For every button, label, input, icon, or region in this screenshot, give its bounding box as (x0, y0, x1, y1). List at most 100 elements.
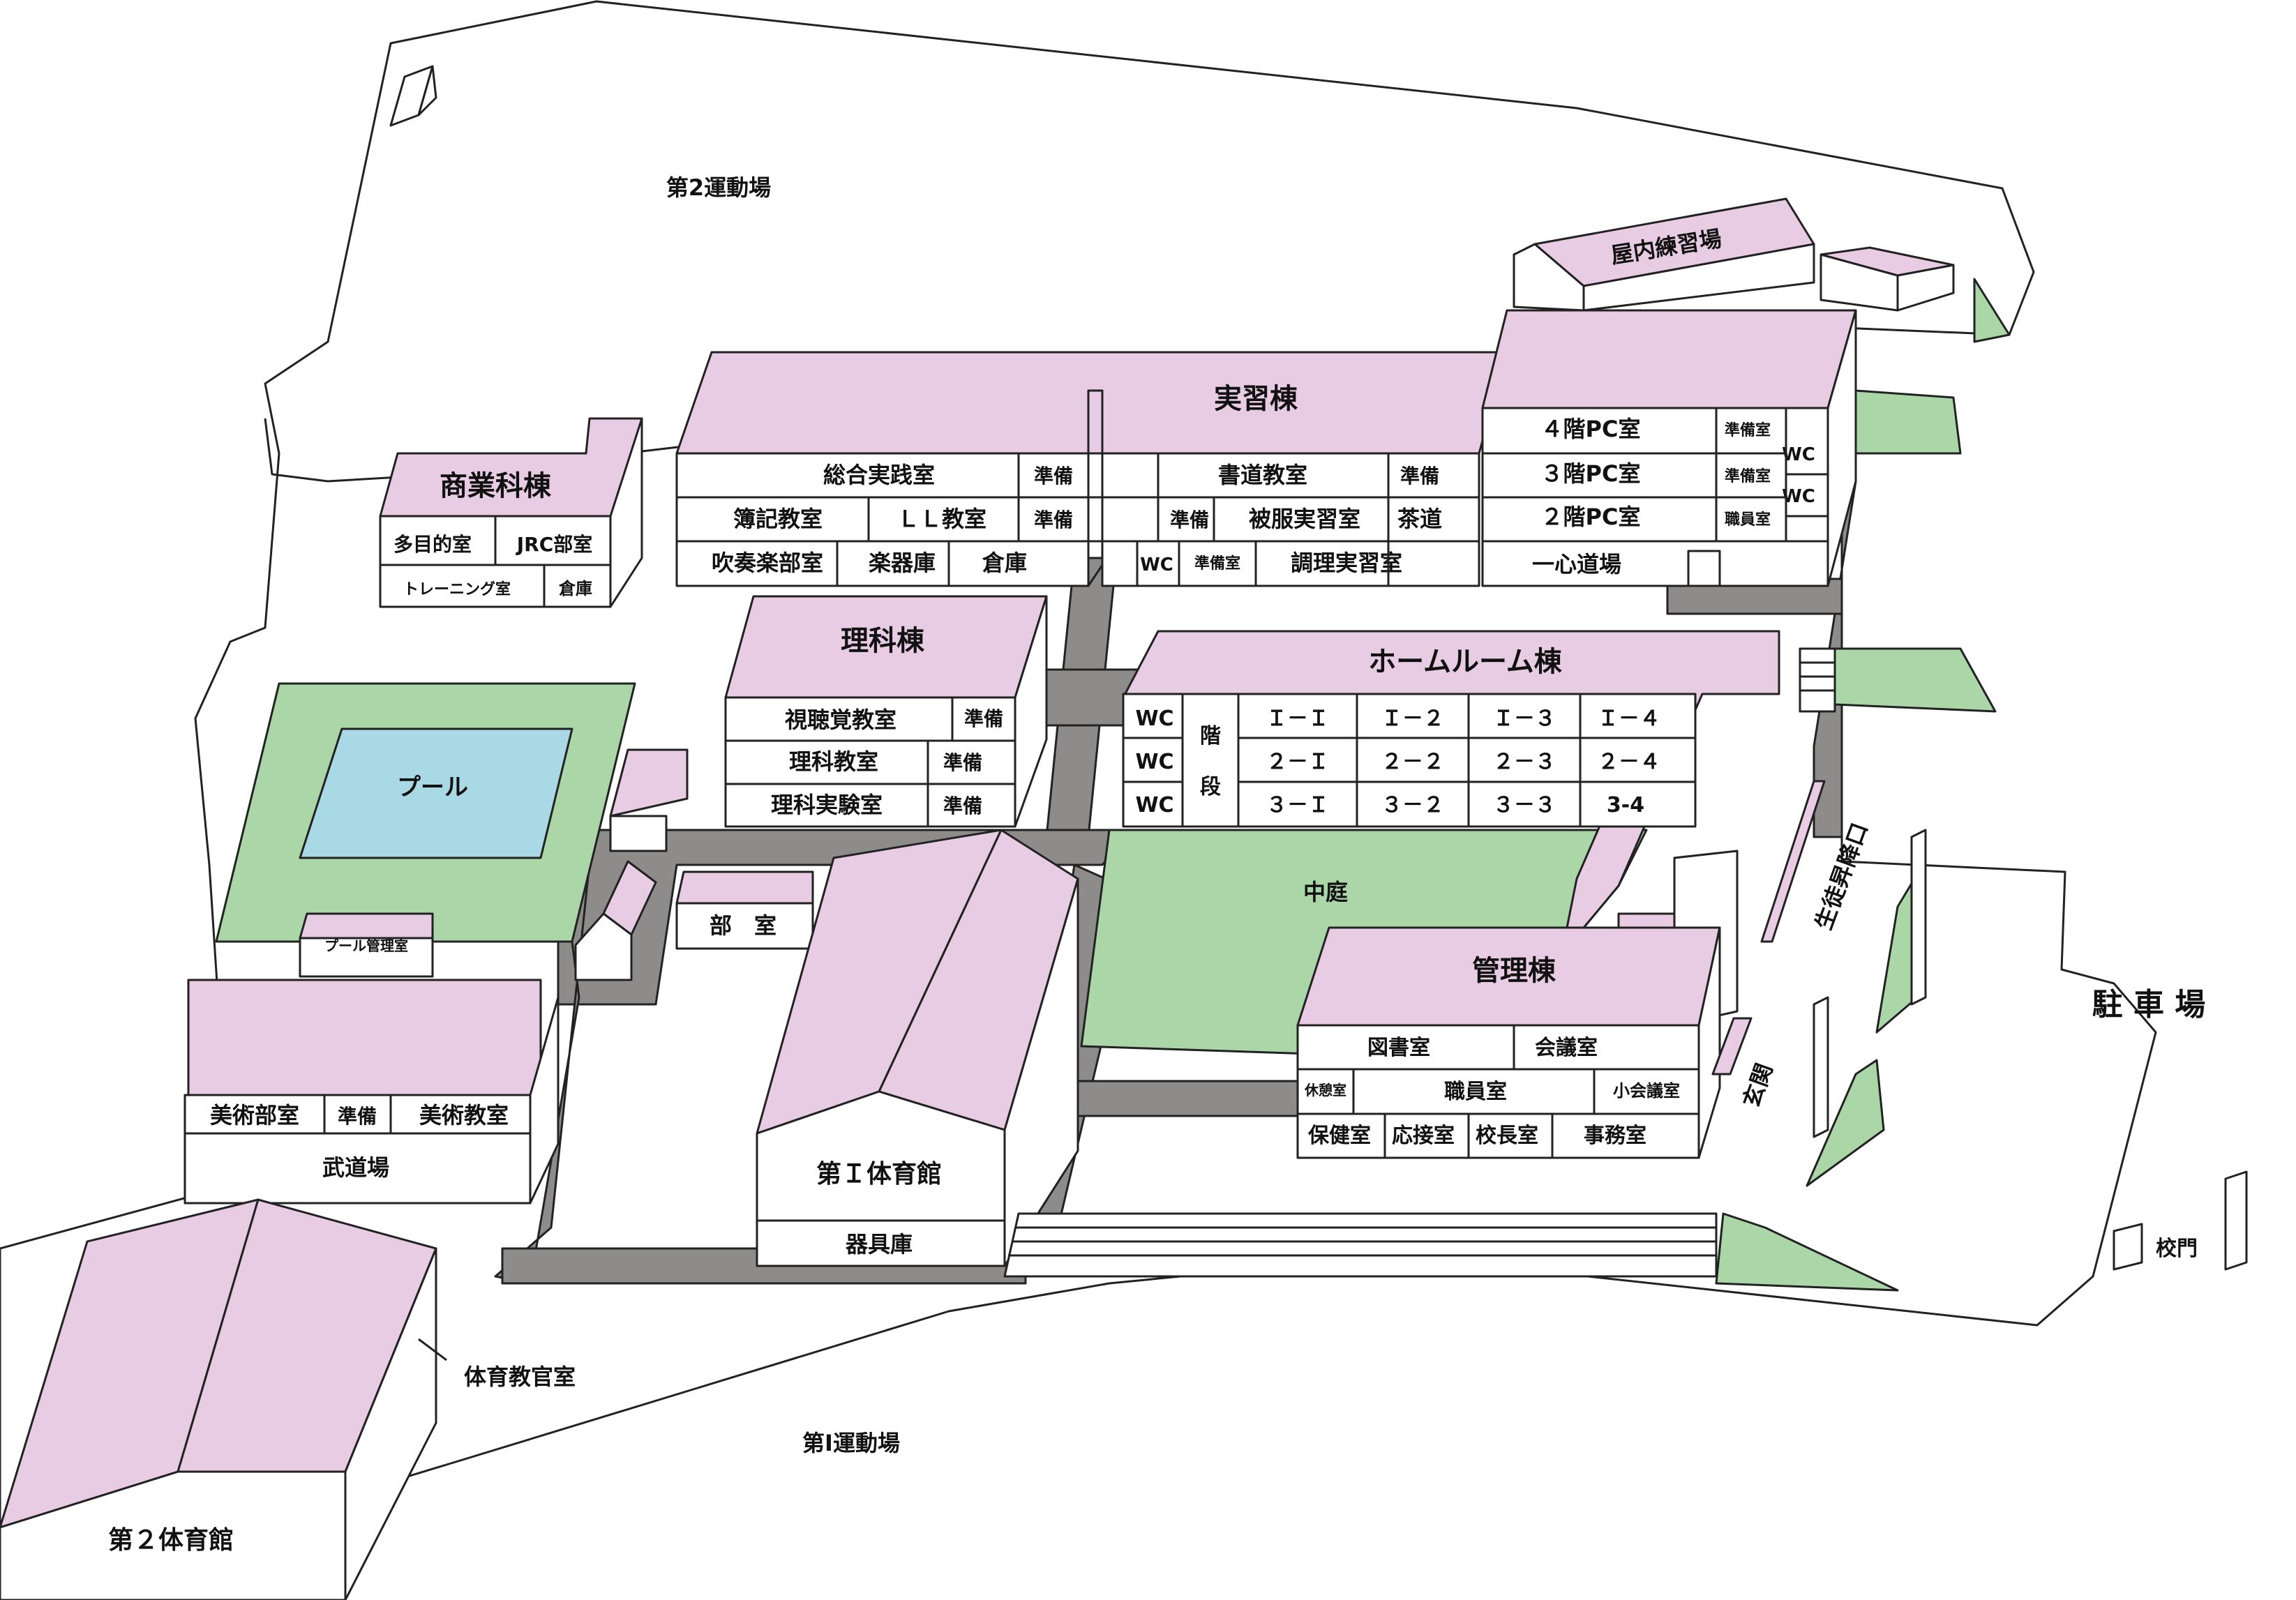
svg-text:第２体育館: 第２体育館 (108, 1525, 234, 1555)
parking-islands (1813, 829, 1927, 1138)
svg-text:職員室: 職員室 (1725, 511, 1771, 529)
svg-text:多目的室: 多目的室 (393, 533, 472, 556)
gate-label: 校門 (2156, 1237, 2198, 1261)
jisshu-title: 実習棟 (1214, 383, 1298, 415)
pe-office-label: 体育教官室 (464, 1364, 576, 1390)
kanri-building: 管理棟 図書室 会議室 休憩室 職員室 小会議室 保健室 応接室 校長室 事務室 (1296, 926, 1721, 1159)
svg-text:美術部室: 美術部室 (210, 1102, 299, 1129)
pc-building: ４階PC室 準備室 WC ３階PC室 準備室 WC ２階PC室 職員室 一心道場 (1481, 309, 1857, 587)
svg-text:３－２: ３－２ (1381, 793, 1444, 817)
svg-text:一心道場: 一心道場 (1532, 551, 1621, 578)
svg-text:準備: 準備 (943, 794, 982, 817)
gym1-building: 第Ｉ体育館 器具庫 (756, 829, 1079, 1267)
homeroom-building: ホームルーム棟 WC WC WC 階 段 Ｉ－Ｉ Ｉ－２ Ｉ－３ Ｉ－４ ２－Ｉ… (1122, 630, 1780, 1027)
svg-text:Ｉ－３: Ｉ－３ (1493, 707, 1556, 731)
svg-text:武道場: 武道場 (322, 1154, 389, 1181)
svg-text:準備: 準備 (1034, 465, 1073, 488)
svg-text:保健室: 保健室 (1308, 1124, 1371, 1148)
svg-text:第Ｉ体育館: 第Ｉ体育館 (816, 1159, 942, 1188)
svg-text:美術教室: 美術教室 (419, 1102, 509, 1129)
svg-text:準備室: 準備室 (1725, 467, 1771, 485)
jisshu-building: 実習棟 総合実践室 準備 書道教室 準備 簿記教室 ＬＬ教室 準備 準備 被服実… (675, 351, 1508, 587)
svg-text:準備: 準備 (1400, 465, 1439, 488)
svg-text:視聴覚教室: 視聴覚教室 (785, 707, 896, 733)
small-shed (1819, 246, 1955, 312)
svg-text:応接室: 応接室 (1392, 1124, 1455, 1148)
pool-label: プール (397, 773, 468, 801)
svg-text:被服実習室: 被服実習室 (1249, 506, 1360, 532)
gate-posts (2113, 1170, 2248, 1271)
budojo-building: 美術部室 準備 美術教室 武道場 (183, 979, 560, 1205)
pool-office: プール管理室 (299, 912, 434, 978)
svg-text:調理実習室: 調理実習室 (1291, 550, 1402, 576)
svg-text:事務室: 事務室 (1584, 1124, 1646, 1148)
pool: プール (299, 727, 573, 859)
pool-office-label: プール管理室 (324, 937, 408, 954)
svg-text:茶道: 茶道 (1397, 506, 1442, 532)
svg-text:ＬＬ教室: ＬＬ教室 (897, 506, 986, 532)
svg-text:ホームルーム棟: ホームルーム棟 (1368, 646, 1563, 678)
svg-text:3-4: 3-4 (1607, 793, 1644, 817)
svg-text:Ｉ－４: Ｉ－４ (1598, 707, 1660, 731)
svg-text:準備: 準備 (943, 751, 982, 774)
svg-text:３－Ｉ: ３－Ｉ (1266, 793, 1329, 817)
svg-text:休憩室: 休憩室 (1304, 1082, 1346, 1099)
svg-text:会議室: 会議室 (1535, 1036, 1598, 1060)
svg-text:３階PC室: ３階PC室 (1541, 460, 1641, 487)
svg-text:階: 階 (1200, 724, 1221, 748)
rika-building: 理科棟 視聴覚教室 準備 理科教室 準備 理科実験室 準備 (724, 595, 1048, 828)
gym2-building: 第２体育館 (0, 1198, 437, 1600)
small-building (609, 748, 689, 852)
svg-text:倉庫: 倉庫 (982, 550, 1027, 576)
svg-text:準備: 準備 (964, 707, 1003, 730)
steps (1003, 1212, 1718, 1278)
svg-text:準備: 準備 (1170, 508, 1209, 531)
indoor-practice-hall: 屋内練習場 (1513, 197, 1815, 312)
svg-text:２－３: ２－３ (1493, 750, 1556, 774)
svg-text:倉庫: 倉庫 (558, 579, 592, 598)
svg-text:Ｉ－Ｉ: Ｉ－Ｉ (1266, 707, 1329, 731)
svg-text:理科教室: 理科教室 (789, 748, 878, 775)
svg-text:理科実験室: 理科実験室 (771, 792, 883, 818)
svg-text:校長室: 校長室 (1476, 1124, 1538, 1148)
svg-text:準備: 準備 (1034, 508, 1073, 531)
svg-text:WC: WC (1135, 707, 1173, 731)
svg-text:２－４: ２－４ (1598, 750, 1660, 774)
svg-text:Ｉ－２: Ｉ－２ (1381, 707, 1444, 731)
parking-label: 駐 車 場 (2092, 987, 2206, 1022)
entrance-strips (1711, 780, 1826, 1076)
svg-text:段: 段 (1200, 775, 1221, 799)
svg-text:３－３: ３－３ (1493, 793, 1556, 817)
svg-text:楽器庫: 楽器庫 (869, 550, 936, 576)
ground2-label: 第2運動場 (666, 174, 771, 201)
svg-text:図書室: 図書室 (1367, 1036, 1430, 1060)
svg-text:２－２: ２－２ (1381, 750, 1444, 774)
bushitsu-building: 部 室 (675, 870, 814, 950)
svg-text:管理棟: 管理棟 (1472, 955, 1556, 987)
svg-text:総合実践室: 総合実践室 (823, 462, 935, 488)
svg-text:JRC部室: JRC部室 (516, 533, 593, 556)
svg-text:WC: WC (1140, 554, 1173, 575)
svg-text:小会議室: 小会議室 (1613, 1081, 1680, 1101)
svg-text:簿記教室: 簿記教室 (733, 506, 823, 532)
svg-text:WC: WC (1782, 486, 1815, 507)
jisshu-rooms: 総合実践室 準備 書道教室 準備 簿記教室 ＬＬ教室 準備 準備 被服実習室 茶… (712, 462, 1442, 576)
svg-text:部 室: 部 室 (710, 912, 776, 939)
shogyo-building: 商業科棟 多目的室 JRC部室 トレーニング室 倉庫 (379, 417, 643, 608)
svg-text:書道教室: 書道教室 (1218, 462, 1307, 488)
svg-text:WC: WC (1135, 793, 1173, 817)
svg-text:準備室: 準備室 (1725, 421, 1771, 439)
svg-text:準備: 準備 (338, 1105, 377, 1128)
svg-text:職員室: 職員室 (1444, 1080, 1507, 1104)
svg-text:４階PC室: ４階PC室 (1541, 416, 1641, 442)
svg-text:理科棟: 理科棟 (841, 625, 925, 657)
svg-text:２－Ｉ: ２－Ｉ (1266, 750, 1329, 774)
svg-text:商業科棟: 商業科棟 (440, 470, 552, 502)
ground1-label: 第Ⅰ運動場 (802, 1430, 900, 1456)
courtyard-label: 中庭 (1303, 879, 1348, 905)
small-house (574, 860, 657, 981)
svg-text:準備室: 準備室 (1194, 554, 1240, 573)
svg-text:WC: WC (1782, 444, 1815, 465)
svg-text:器具庫: 器具庫 (845, 1231, 913, 1258)
